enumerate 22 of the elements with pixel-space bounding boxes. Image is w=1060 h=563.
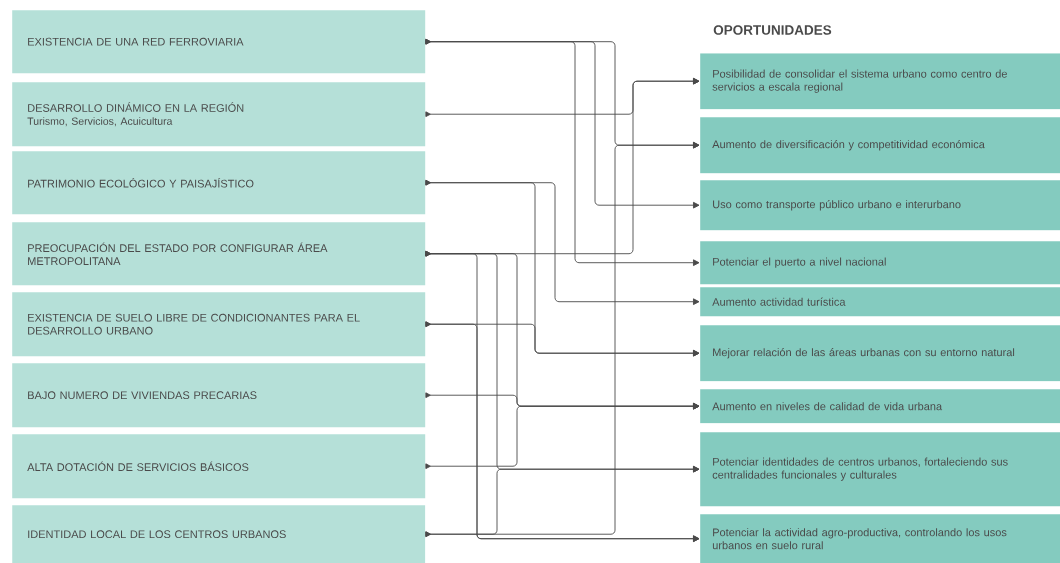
column-heading: OPORTUNIDADES xyxy=(713,25,832,35)
opportunity-box: Uso como transporte público urbano e interurbano xyxy=(700,180,1060,231)
factor-box: EXISTENCIA DE SUELO LIBRE DE CONDICIONANTES PARA EL DESARROLLO URBANO xyxy=(12,292,426,357)
opportunity-box: Aumento de diversificación y competitividad económica xyxy=(700,117,1060,174)
factor-box: BAJO NUMERO DE VIVIENDAS PRECARIAS xyxy=(12,363,426,428)
factor-box: DESARROLLO DINÁMICO EN LA REGIÓN Turismo, Servicios, Acuicultura xyxy=(12,82,426,147)
opportunity-box: Potenciar identidades de centros urbanos, fortaleciendo sus centralidades funcionales y culturales xyxy=(700,432,1060,507)
opportunity-box: Potenciar el puerto a nivel nacional xyxy=(700,241,1060,285)
arrow xyxy=(425,402,700,470)
factor-box: IDENTIDAD LOCAL DE LOS CENTROS URBANOS xyxy=(12,505,426,563)
arrow xyxy=(425,465,700,538)
factor-box: PATRIMONIO ECOLÓGICO Y PAISAJÍSTICO xyxy=(12,151,426,215)
opportunity-box: Aumento actividad turística xyxy=(700,287,1060,317)
opportunity-box: Potenciar la actividad agro-productiva, controlando los usos urbanos en suelo rural xyxy=(700,514,1060,563)
factor-box: PREOCUPACIÓN DEL ESTADO POR CONFIGURAR ÁREA METROPOLITANA xyxy=(12,222,426,286)
opportunity-box: Aumento en niveles de calidad de vida urbana xyxy=(700,389,1060,424)
opportunity-box: Posibilidad de consolidar el sistema urbano como centro de servicios a escala regional xyxy=(700,53,1060,110)
arrow xyxy=(425,321,700,543)
opportunity-box: Mejorar relación de las áreas urbanas con su entorno natural xyxy=(700,325,1060,382)
factor-box: ALTA DOTACIÓN DE SERVICIOS BÁSICOS xyxy=(12,434,426,499)
arrow xyxy=(425,38,700,267)
factor-box: EXISTENCIA DE UNA RED FERROVIARIA xyxy=(12,10,426,74)
